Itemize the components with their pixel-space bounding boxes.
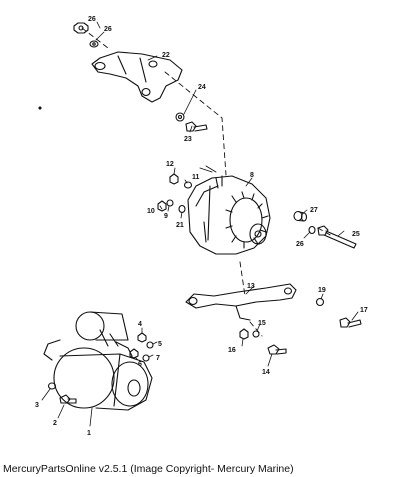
callout-12: 12: [166, 161, 174, 168]
leader-lines: [41, 21, 359, 427]
stray-dot: [38, 106, 42, 110]
callout-25: 25: [352, 231, 360, 238]
callout-6: 6: [138, 361, 142, 368]
bolt-17: [339, 317, 362, 328]
nut-10: [157, 200, 167, 212]
washer-15: [252, 330, 260, 338]
callout-1: 1: [87, 430, 91, 437]
callout-26-side: 26: [296, 241, 304, 248]
nut-16: [239, 328, 249, 340]
callout-21: 21: [176, 222, 184, 229]
callout-7: 7: [156, 355, 160, 362]
alternator: [187, 165, 271, 255]
callout-17: 17: [360, 307, 368, 314]
washer-26-side: [308, 225, 316, 235]
callout-4: 4: [138, 321, 142, 328]
top-nut: [73, 22, 89, 34]
bolt-2: [59, 394, 77, 404]
washer-3: [47, 382, 57, 390]
callout-24: 24: [198, 84, 206, 91]
terminal-washer-5: [146, 341, 154, 349]
callout-3: 3: [35, 402, 39, 409]
spacer-21: [178, 204, 186, 214]
callout-5: 5: [158, 341, 162, 348]
callout-14: 14: [262, 369, 270, 376]
callout-23: 23: [184, 136, 192, 143]
callout-8: 8: [250, 172, 254, 179]
terminal-nut-6: [129, 348, 139, 359]
callout-2: 2: [53, 420, 57, 427]
callout-26-top: 26: [88, 16, 96, 23]
upper-bracket: [91, 51, 183, 103]
callout-27: 27: [310, 207, 318, 214]
callout-labels: 26 26 22 24 23 12 11 8 10 9 21 27 26 25 …: [35, 16, 368, 437]
callout-22: 22: [162, 52, 170, 59]
callout-13: 13: [247, 283, 255, 290]
callout-16: 16: [228, 347, 236, 354]
bolt-23: [185, 121, 208, 132]
alignment-lines: [81, 27, 333, 337]
washer-9: [166, 199, 174, 207]
terminal-nut-4: [137, 332, 147, 343]
callout-9: 9: [164, 213, 168, 220]
washer-19: [315, 297, 325, 307]
lower-bracket: [185, 283, 297, 321]
top-washer: [89, 40, 99, 48]
callout-11: 11: [192, 174, 200, 181]
spacer-27: [293, 210, 308, 222]
bolt-25: [317, 225, 357, 249]
washer-24: [175, 112, 185, 122]
callout-10: 10: [147, 208, 155, 215]
callout-15: 15: [258, 320, 266, 327]
washer-11: [183, 181, 193, 189]
nut-12: [169, 173, 179, 185]
terminal-washer-7: [142, 354, 150, 362]
bolt-14: [267, 344, 287, 355]
callout-26-washer: 26: [104, 26, 112, 33]
starter-motor: [43, 311, 153, 411]
image-caption: MercuryPartsOnline v2.5.1 (Image Copyrig…: [3, 463, 294, 475]
callout-19: 19: [318, 287, 326, 294]
